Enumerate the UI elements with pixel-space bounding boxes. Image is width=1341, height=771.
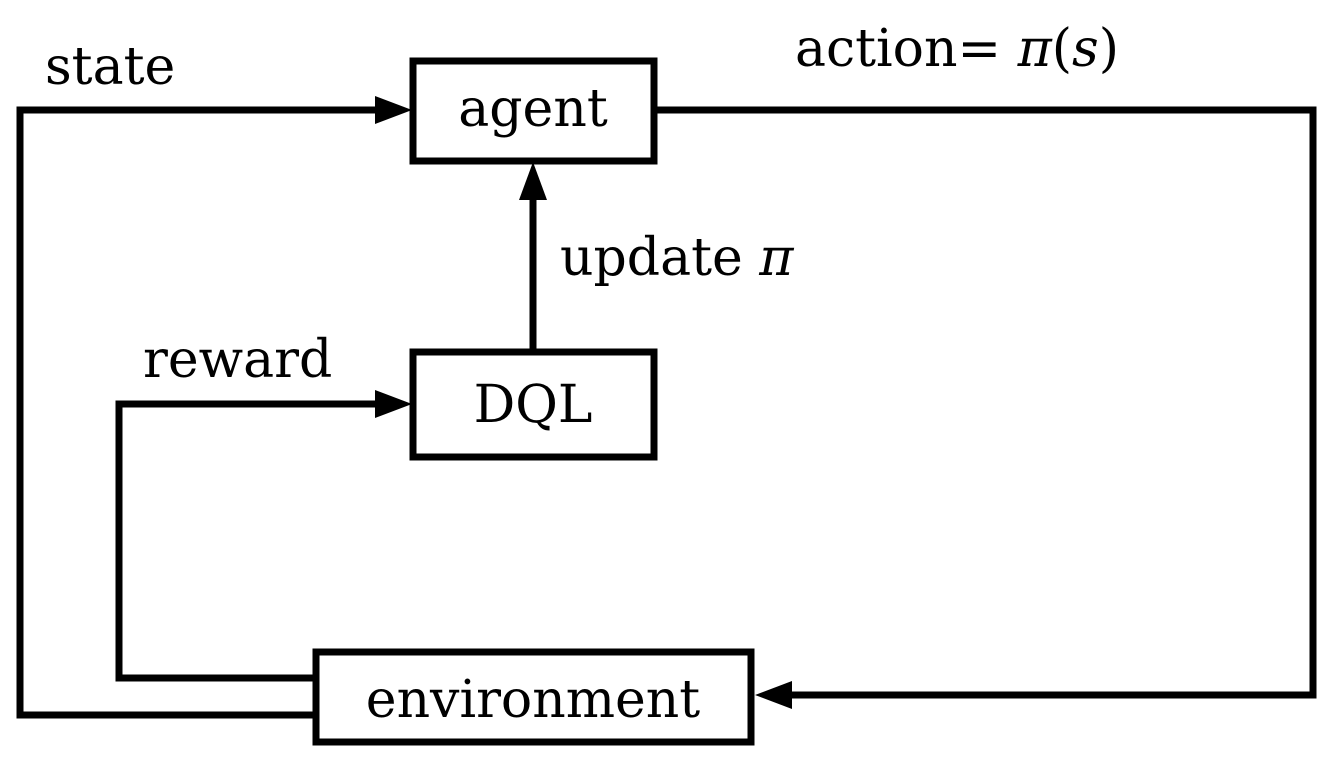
action-label: action= π(s): [795, 19, 1119, 79]
edge-state-arrowhead: [375, 96, 412, 124]
reward-label: reward: [143, 330, 332, 390]
edge-action: [654, 106, 1317, 699]
environment-node: environment: [312, 648, 755, 746]
edge-state: [16, 106, 380, 719]
dql-label: DQL: [474, 375, 593, 435]
action-label-s: s: [1072, 19, 1099, 79]
dql-box: [409, 348, 658, 461]
action-label-close: ): [1099, 19, 1119, 79]
action-label-pi: π: [1017, 19, 1053, 79]
edge-reward: [115, 400, 380, 682]
agent-label: agent: [458, 79, 608, 139]
action-label-prefix: action=: [795, 19, 1018, 79]
update-label: update π: [560, 228, 794, 288]
action-label-open: (: [1052, 19, 1072, 79]
edge-update-arrowhead: [519, 162, 547, 200]
edge-reward-arrowhead: [375, 390, 412, 418]
environment-label: environment: [366, 670, 700, 730]
agent-node: agent: [409, 57, 658, 165]
environment-box: [312, 648, 755, 746]
edge-action-arrowhead: [755, 681, 792, 709]
agent-box: [409, 57, 658, 165]
update-label-prefix: update: [560, 228, 759, 288]
dql-node: DQL: [409, 348, 658, 461]
update-label-pi: π: [758, 228, 794, 288]
state-label: state: [45, 37, 175, 97]
